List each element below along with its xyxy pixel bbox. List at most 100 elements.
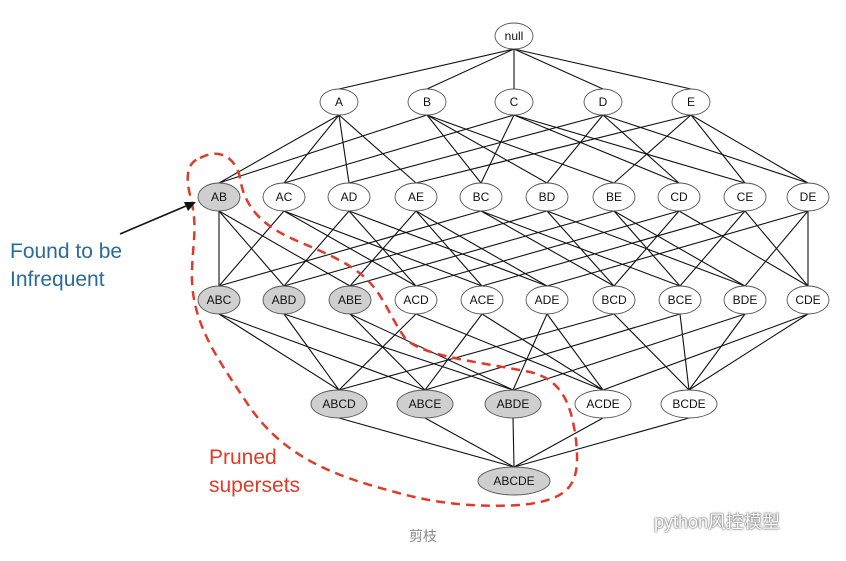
node-b: B [407,88,447,116]
node-b-shape [407,88,447,116]
edge-E-BE [613,114,692,184]
node-cd: CD [657,182,701,212]
node-e: E [671,88,711,116]
node-abcd-shape [310,389,368,419]
node-bcd: BCD [592,285,636,315]
node-ab-shape [197,182,241,212]
edge-BCD-BCDE [613,313,690,391]
node-be: BE [592,182,636,212]
edge-E-CE [690,114,746,184]
node-cd-shape [657,182,701,212]
edge-ABC-ABCE [218,313,426,391]
edge-BCE-ABCE [424,313,681,391]
found-infrequent-line2: Infrequent [10,268,105,291]
node-abcd: ABCD [310,389,368,419]
node-e-shape [671,88,711,116]
edge-A-AB [218,114,340,184]
edge-BD-ABD [283,210,548,287]
node-ae-shape [394,182,438,212]
edge-B-AB [218,114,428,184]
edge-CDE-BCDE [688,313,809,391]
pruned-supersets-line2: supersets [209,474,301,497]
node-bde: BDE [723,285,767,315]
node-acd-shape [394,285,438,315]
pruned-region-outline [186,152,579,508]
node-abc-shape [197,285,241,315]
edge-CD-BCD [613,210,680,287]
node-d-label: D [599,95,608,109]
edge-ABD-ABDE [283,313,514,391]
node-abd-label: ABD [272,293,297,307]
node-acde-label: ACDE [586,397,619,411]
node-d-shape [583,88,623,116]
edge-ABC-ABCD [218,313,340,391]
watermark: python风控模型 [620,508,780,534]
node-abd-shape [262,285,306,315]
wechat-icon [621,511,647,531]
node-bc: BC [459,182,503,212]
edge-C-CE [513,114,746,184]
node-abde-label: ABDE [497,397,530,411]
edge-AE-ACE [415,210,483,287]
edge-D-CD [602,114,680,184]
node-bc-label: BC [473,190,490,204]
node-cde-label: CDE [795,293,820,307]
node-ae-label: AE [408,190,424,204]
edge-CD-CDE [678,210,809,287]
edge-ACDE-ABCDE [513,417,604,468]
node-b-label: B [423,95,431,109]
node-abce-label: ABCE [409,397,442,411]
edge-DE-ADE [546,210,809,287]
edge-AD-ADE [348,210,548,287]
edge-D-AD [348,114,604,184]
edge-CDE-ACDE [602,313,809,391]
node-abcde-label: ABCDE [493,474,534,488]
node-c-shape [494,88,534,116]
node-bd: BD [525,182,569,212]
node-ade-label: ADE [535,293,560,307]
edge-ABD-ABCD [283,313,340,391]
edge-D-BD [546,114,604,184]
node-acde-shape [574,389,632,419]
node-e-label: E [687,95,695,109]
edge-ABDE-ABCDE [512,417,515,468]
edge-D-DE [602,114,809,184]
edge-AD-ABD [283,210,350,287]
node-ab: AB [197,182,241,212]
node-ce-shape [723,182,767,212]
edge-C-AC [283,114,515,184]
node-abe-label: ABE [338,293,362,307]
node-acd-label: ACD [403,293,429,307]
node-cde-shape [786,285,830,315]
node-bc-shape [459,182,503,212]
edge-null-B [426,48,515,90]
node-de-label: DE [800,190,817,204]
node-ace: ACE [460,285,504,315]
node-abcde-shape [477,466,551,496]
node-c-label: C [510,95,519,109]
node-ce: CE [723,182,767,212]
infrequent-pointer-arrow [119,202,196,235]
edge-A-AD [338,114,350,184]
edge-CE-ACE [481,210,746,287]
node-abc: ABC [197,285,241,315]
node-abcde: ABCDE [477,466,551,496]
node-ae: AE [394,182,438,212]
edge-ABCD-ABCDE [338,417,515,468]
node-bcd-label: BCD [601,293,627,307]
edge-BD-BCD [546,210,615,287]
edge-A-AE [338,114,417,184]
edge-DE-BDE [744,210,809,287]
node-bd-shape [525,182,569,212]
node-ace-shape [460,285,504,315]
edge-BE-ABE [349,210,615,287]
edge-ABCE-ABCDE [424,417,515,468]
node-ad-label: AD [341,190,358,204]
node-be-label: BE [606,190,622,204]
node-bce-label: BCE [668,293,693,307]
node-ad: AD [327,182,371,212]
node-a-label: A [335,95,343,109]
edge-BC-ABC [218,210,482,287]
node-be-shape [592,182,636,212]
